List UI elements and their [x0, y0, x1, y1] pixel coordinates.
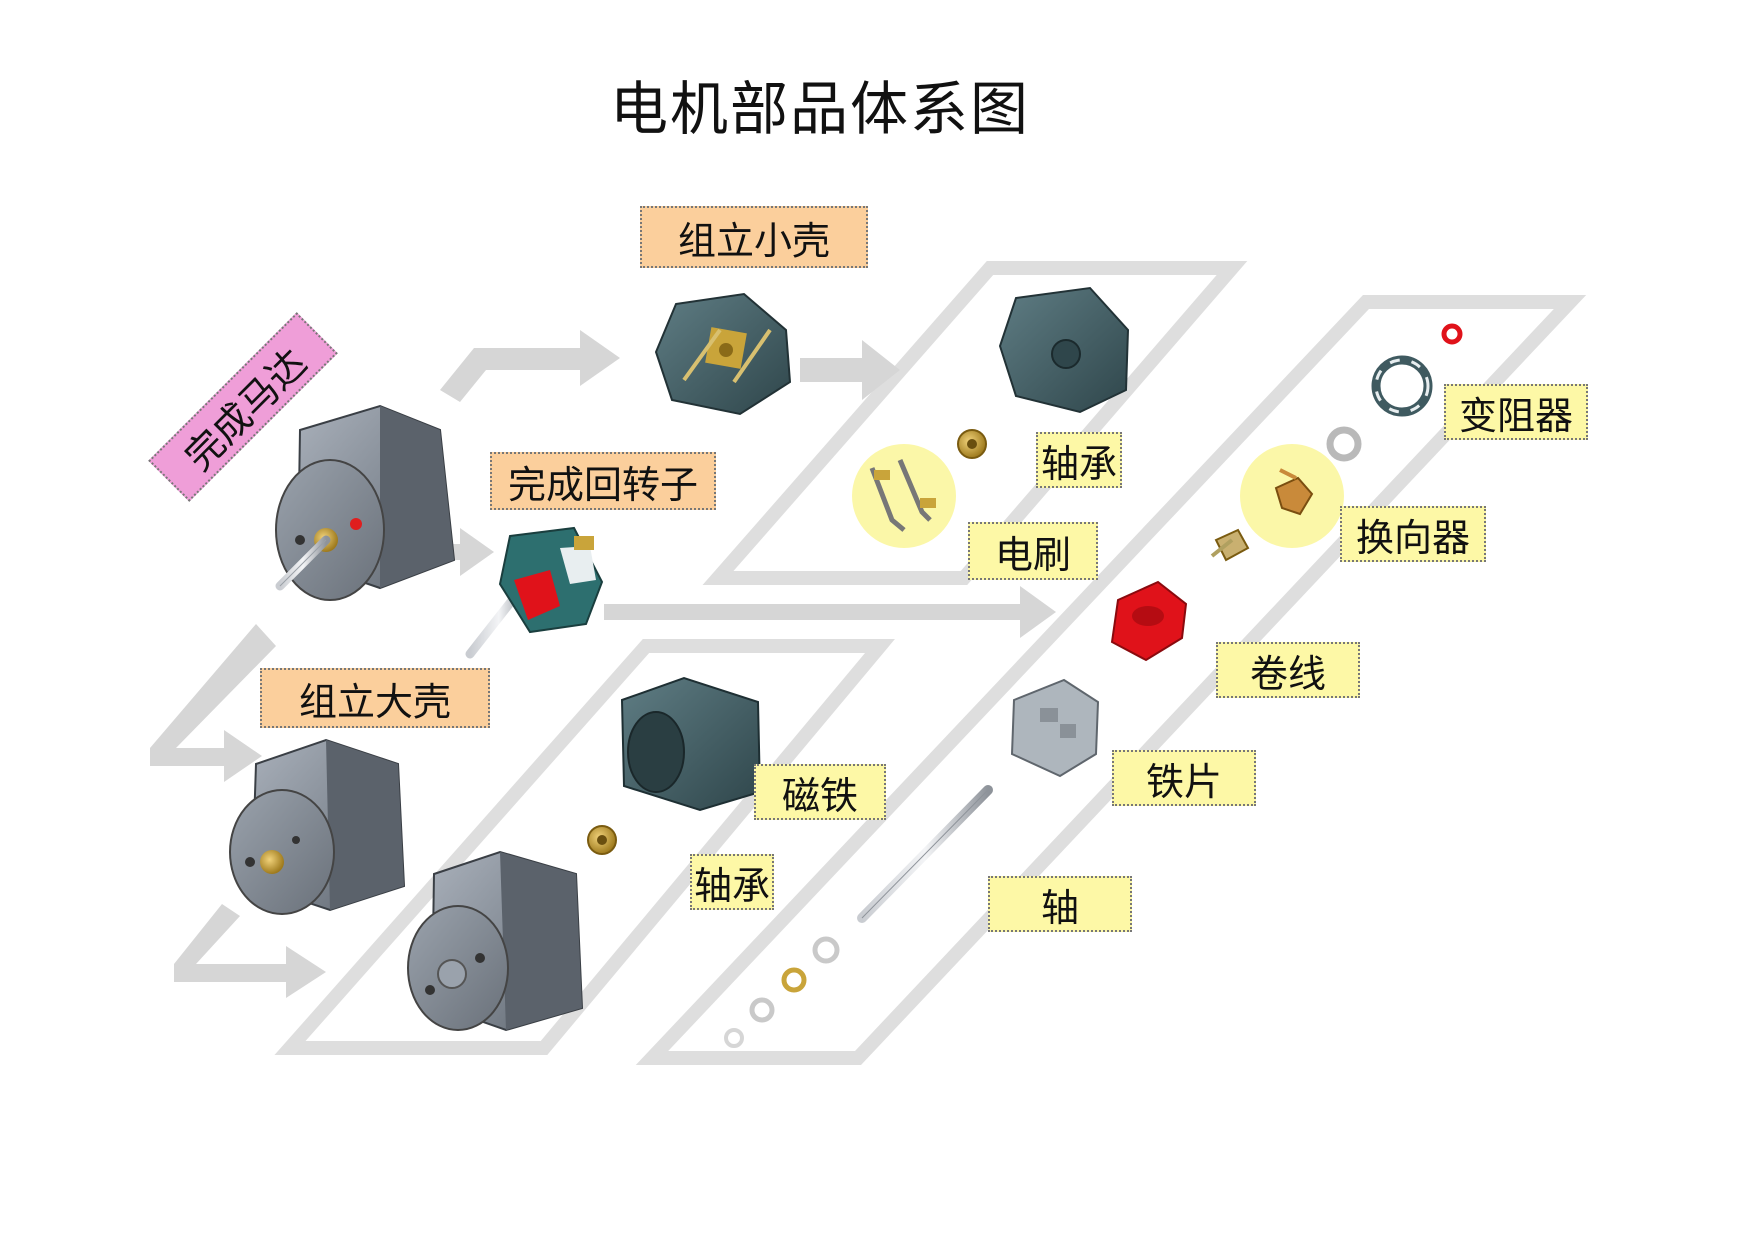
finished-rotor-graphic: [465, 526, 604, 659]
bare-housing-graphic: [407, 850, 584, 1032]
winding-graphic: [1110, 580, 1188, 662]
label-bearing-bottom: 轴承: [690, 854, 774, 910]
small-housing-graphic: [654, 292, 792, 416]
brush-graphic: [852, 444, 956, 548]
label-magnet: 磁铁: [754, 764, 886, 820]
upper-right-frame: [702, 261, 1248, 585]
rotor-parts-frame: [635, 295, 1587, 1065]
magnet-graphic: [620, 676, 762, 812]
label-bearing-top: 轴承: [1036, 432, 1122, 488]
label-lamination: 铁片: [1112, 750, 1256, 806]
label-brush: 电刷: [968, 522, 1098, 580]
label-small-housing-assembly: 组立小壳: [640, 206, 868, 268]
label-finished-rotor: 完成回转子: [490, 452, 716, 510]
label-winding: 卷线: [1216, 642, 1360, 698]
flow-arrows: [150, 330, 1056, 998]
end-cap-graphic: [998, 286, 1130, 414]
shaft-graphic: [857, 785, 993, 923]
large-housing-frame: [274, 639, 895, 1055]
commutator-graphic: [1210, 444, 1344, 562]
washers-graphic: [724, 936, 840, 1048]
bearing-bottom-graphic: [587, 825, 617, 855]
bearing-top-graphic: [957, 429, 987, 459]
label-commutator: 换向器: [1340, 506, 1486, 562]
finished-motor-graphic: [275, 404, 456, 601]
label-large-housing-assembly: 组立大壳: [260, 668, 490, 728]
label-shaft: 轴: [988, 876, 1132, 932]
lamination-graphic: [1010, 678, 1100, 778]
varistor-graphic: [1326, 323, 1463, 462]
diagram-title: 电机部品体系图: [609, 75, 1030, 143]
large-housing-graphic: [229, 738, 406, 915]
label-varistor: 变阻器: [1444, 384, 1588, 440]
